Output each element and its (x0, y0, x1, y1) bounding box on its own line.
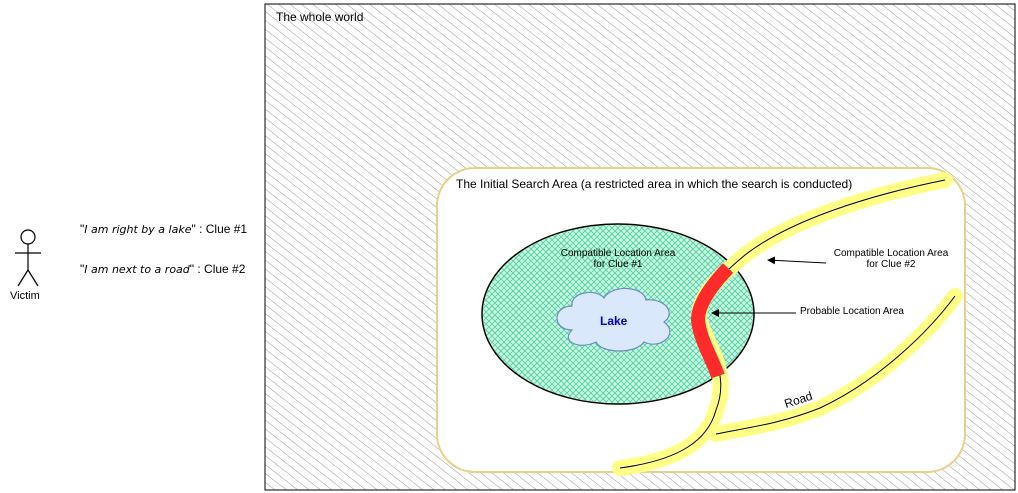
clue1-quote: I am right by a lake (84, 223, 192, 236)
compatible-area-clue1-line1: Compatible Location Area (560, 248, 676, 259)
victim-label: Victim (10, 290, 40, 302)
probable-location-area (690, 263, 734, 379)
road-lower-centerline (715, 295, 956, 435)
world-label: The whole world (276, 10, 364, 24)
probable-location-label: Probable Location Area (800, 306, 904, 317)
clue1-statement: "I am right by a lake" : Clue #1 (80, 222, 248, 236)
lake-label: Lake (600, 314, 628, 328)
compatible-area-clue2-line1: Compatible Location Area (833, 248, 949, 259)
compatible-area-clue1-label: Compatible Location Area for Clue #1 (550, 248, 686, 270)
compatible-area-clue2-line2: for Clue #2 (866, 259, 916, 270)
clue2-arrow (767, 256, 827, 265)
clue1-tag: Clue #1 (205, 222, 248, 236)
lake-cloud (556, 287, 671, 352)
clue2-statement: "I am next to a road" : Clue #2 (80, 262, 246, 276)
compatible-area-clue1-line2: for Clue #1 (593, 259, 643, 270)
victim-figure (15, 229, 41, 287)
compatible-area-clue2-label: Compatible Location Area for Clue #2 (828, 248, 954, 270)
clue2-quote: I am next to a road (84, 263, 190, 276)
search-area-label: The Initial Search Area (a restricted ar… (456, 177, 853, 191)
clue2-tag: Clue #2 (204, 262, 246, 276)
